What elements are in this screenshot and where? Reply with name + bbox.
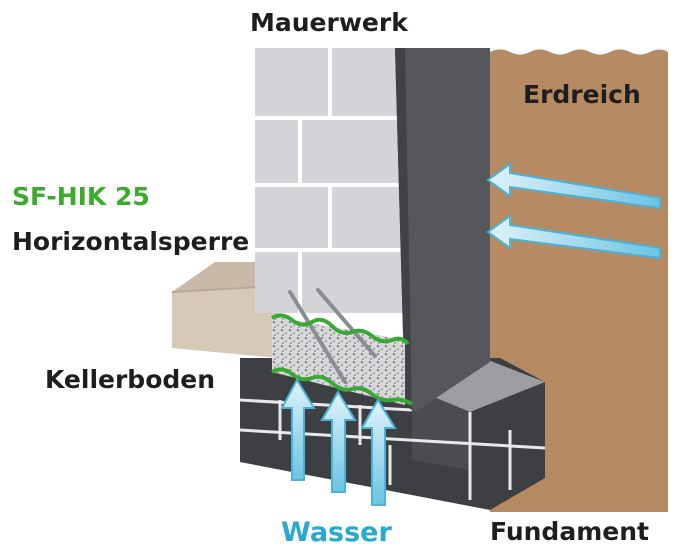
label-soil: Erdreich	[523, 80, 641, 109]
cellar-floor-front	[172, 286, 278, 358]
label-cellar-floor: Kellerboden	[45, 365, 216, 394]
soil-water-arrow	[486, 214, 661, 260]
foundation-step-top	[412, 360, 545, 412]
foundation-step-front	[412, 388, 470, 470]
label-water: Wasser	[281, 517, 392, 548]
label-product: SF-HIK 25	[12, 182, 150, 211]
masonry-joints	[255, 48, 405, 313]
label-masonry: Mauerwerk	[250, 8, 408, 37]
soil-water-arrow	[486, 162, 661, 210]
label-barrier: Horizontalsperre	[12, 227, 250, 256]
wall-coating	[395, 48, 490, 412]
rising-water-arrow	[280, 377, 316, 481]
rising-water-arrow	[320, 390, 357, 493]
barrier-bottom-line	[270, 367, 414, 406]
barrier-top-line	[270, 313, 410, 346]
rising-water-arrow	[360, 398, 397, 506]
label-foundation: Fundament	[490, 517, 649, 546]
